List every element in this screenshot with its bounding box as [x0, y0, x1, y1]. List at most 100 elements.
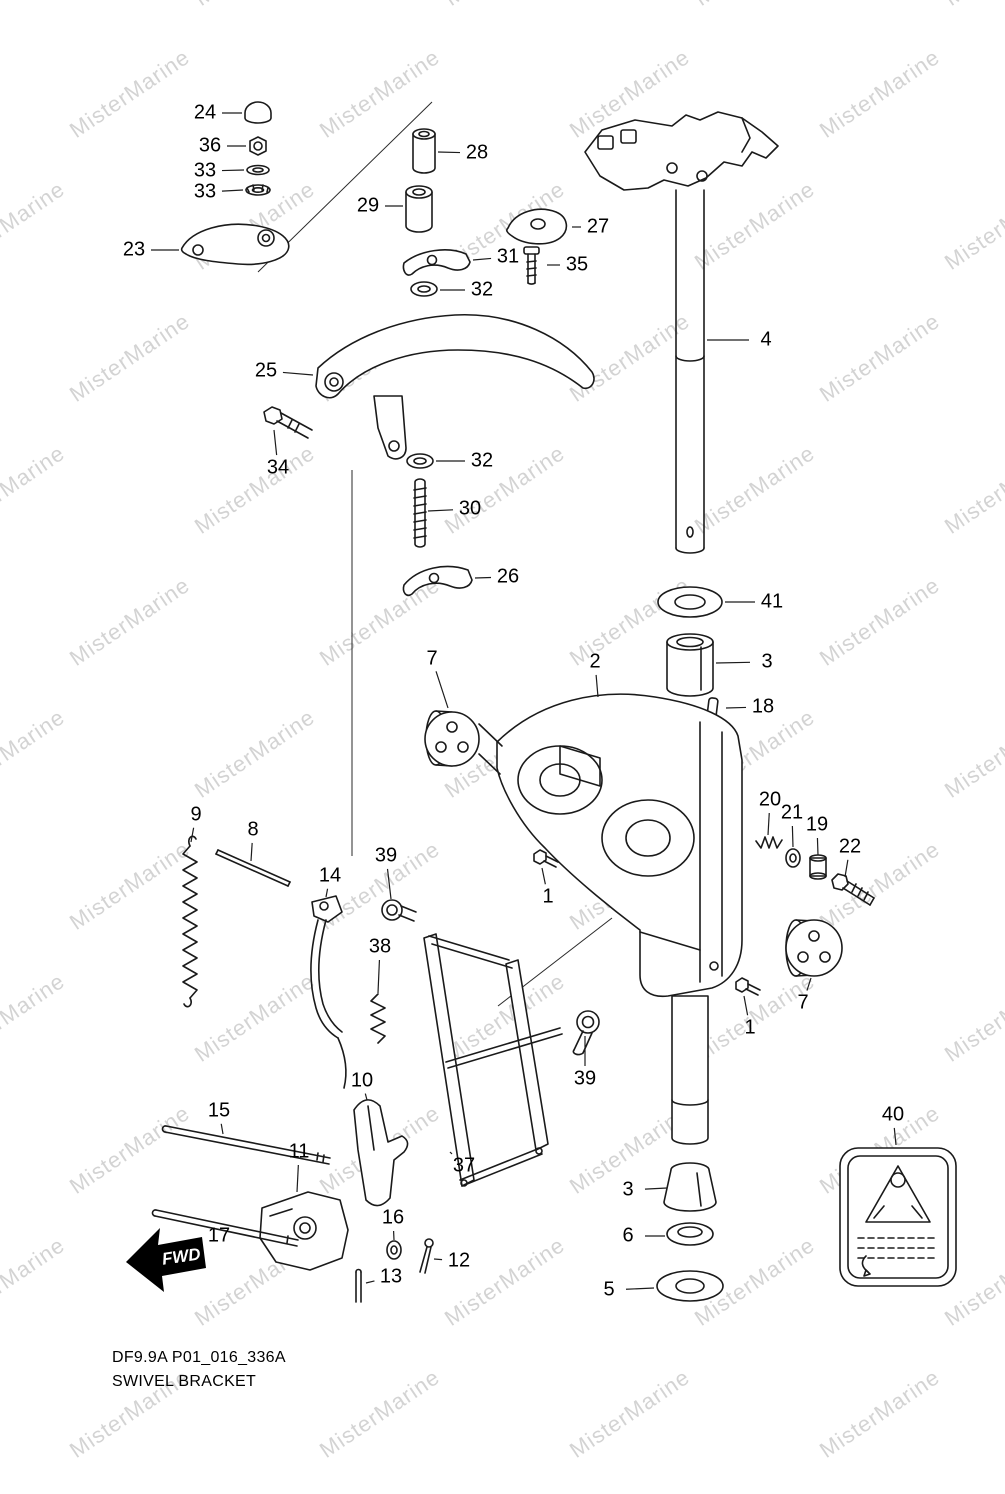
- rod-17-drawing: [151, 1209, 299, 1247]
- part-callout-21: 21: [780, 801, 804, 824]
- part-callout-22: 22: [838, 835, 862, 858]
- plate-31-drawing: [402, 249, 471, 276]
- part-callout-35: 35: [565, 253, 589, 276]
- steering-shaft-drawing: [675, 189, 705, 554]
- bushing-28-drawing: [412, 128, 436, 174]
- steering-bracket-drawing: [584, 111, 779, 191]
- cotter-pin-12-drawing: [419, 1238, 434, 1274]
- part-callout-3: 3: [622, 1178, 634, 1201]
- part-callout-3: 3: [761, 650, 773, 673]
- nut-36-drawing: [249, 136, 267, 156]
- part-callout-11: 11: [288, 1140, 310, 1163]
- part-callout-29: 29: [356, 194, 380, 217]
- spring-20-drawing: [755, 836, 783, 849]
- bushing-3-upper-drawing: [666, 633, 714, 697]
- part-callout-31: 31: [496, 245, 520, 268]
- part-callout-40: 40: [881, 1103, 905, 1126]
- part-callout-16: 16: [381, 1206, 405, 1229]
- part-callout-33: 33: [193, 159, 217, 182]
- rod-8-drawing: [215, 849, 291, 887]
- spring-38-drawing: [370, 993, 386, 1044]
- part-callout-39: 39: [573, 1067, 597, 1090]
- part-callout-12: 12: [447, 1249, 471, 1272]
- part-callout-39: 39: [374, 844, 398, 867]
- part-callout-24: 24: [193, 101, 217, 124]
- rod-15-drawing: [161, 1125, 331, 1165]
- bushing-29-drawing: [405, 185, 433, 233]
- part-callout-41: 41: [760, 590, 784, 613]
- cap-24-drawing: [244, 101, 272, 124]
- washer-21-drawing: [785, 848, 801, 868]
- part-callout-14: 14: [318, 864, 342, 887]
- part-callout-27: 27: [586, 215, 610, 238]
- part-callout-6: 6: [622, 1224, 634, 1247]
- bracket-27-drawing: [506, 208, 568, 245]
- part-callout-7: 7: [426, 647, 438, 670]
- part-callout-20: 20: [758, 788, 782, 811]
- fwd-arrow: FWD: [126, 1228, 206, 1292]
- mount-7-right-drawing: [785, 919, 843, 977]
- part-callout-18: 18: [751, 695, 775, 718]
- warning-label-40-drawing: [839, 1147, 957, 1287]
- washer-32-upper-drawing: [410, 281, 438, 297]
- part-callout-8: 8: [247, 818, 259, 841]
- part-callout-13: 13: [379, 1265, 403, 1288]
- lock-washer-33-drawing: [246, 164, 270, 176]
- bushing-19-drawing: [809, 854, 827, 880]
- mount-7-left-drawing: [424, 710, 480, 767]
- washer-16-drawing: [386, 1240, 402, 1260]
- washer-33-drawing: [245, 184, 271, 196]
- part-callout-28: 28: [465, 141, 489, 164]
- part-callout-10: 10: [350, 1069, 374, 1092]
- washer-5-drawing: [656, 1270, 724, 1302]
- bolt-22-drawing: [831, 873, 875, 906]
- part-callout-19: 19: [805, 813, 829, 836]
- figure-caption: DF9.9A P01_016_336A SWIVEL BRACKET: [112, 1346, 286, 1394]
- part-callout-25: 25: [254, 359, 278, 382]
- washer-32-lower-drawing: [406, 453, 434, 469]
- part-callout-38: 38: [368, 935, 392, 958]
- part-callout-17: 17: [207, 1224, 231, 1247]
- part-callout-2: 2: [589, 650, 601, 673]
- part-callout-7: 7: [797, 991, 809, 1014]
- part-callout-34: 34: [266, 456, 290, 479]
- swivel-bracket-drawing: [478, 693, 743, 998]
- part-callout-4: 4: [760, 328, 772, 351]
- bushing-3-lower-drawing: [663, 1162, 717, 1212]
- figure-title: SWIVEL BRACKET: [112, 1373, 257, 1390]
- spring-9-drawing: [182, 835, 198, 1008]
- part-callout-5: 5: [603, 1278, 615, 1301]
- part-callout-9: 9: [190, 803, 202, 826]
- bolt-39-lower-drawing: [572, 1010, 600, 1056]
- pin-13-drawing: [355, 1268, 362, 1303]
- part-callout-15: 15: [207, 1099, 231, 1122]
- part-callout-1: 1: [542, 885, 554, 908]
- screw-1-lower-drawing: [735, 977, 761, 996]
- bolt-39-upper-drawing: [381, 899, 417, 922]
- plate-26-drawing: [402, 565, 473, 597]
- part-callout-37: 37: [452, 1154, 476, 1177]
- part-callout-23: 23: [122, 238, 146, 261]
- part-callout-36: 36: [198, 134, 222, 157]
- washer-6-drawing: [666, 1222, 714, 1246]
- part-callout-32: 32: [470, 449, 494, 472]
- clamp-bracket-11-drawing: [259, 1191, 349, 1271]
- friction-arm-25-drawing: [315, 314, 595, 460]
- part-callout-1: 1: [744, 1016, 756, 1039]
- lower-pivot-tube-drawing: [671, 995, 709, 1145]
- part-callout-30: 30: [458, 497, 482, 520]
- clamp-pad-10-drawing: [353, 1099, 409, 1207]
- part-callout-33: 33: [193, 180, 217, 203]
- bolt-35-drawing: [523, 246, 540, 285]
- figure-code: DF9.9A P01_016_336A: [112, 1349, 286, 1366]
- washer-41-drawing: [657, 586, 723, 618]
- part-callout-26: 26: [496, 565, 520, 588]
- bolt-34-drawing: [263, 406, 313, 439]
- lever-14-drawing: [310, 895, 347, 1089]
- clamp-frame-37-drawing: [423, 933, 563, 1187]
- part-callout-32: 32: [470, 278, 494, 301]
- stud-30-drawing: [413, 478, 427, 548]
